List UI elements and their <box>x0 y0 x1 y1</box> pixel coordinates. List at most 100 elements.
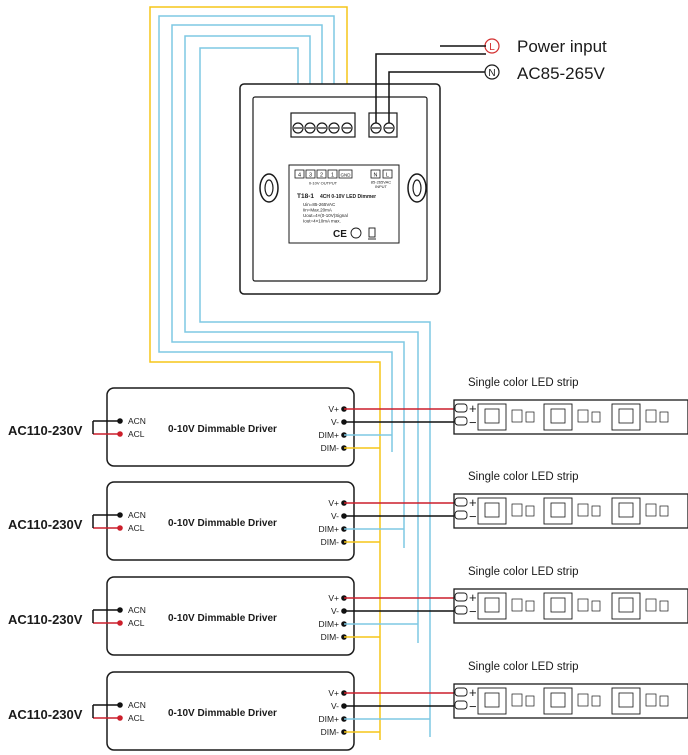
output-terminal-label: V+ <box>328 688 339 698</box>
out-terminal-label: GND <box>341 173 352 178</box>
strip-minus-sign: − <box>469 509 477 524</box>
out-terminal-label: 4 <box>298 173 301 179</box>
led-chip-icon <box>550 502 566 518</box>
acn-label: ACN <box>128 605 146 615</box>
channel-row <box>92 481 688 561</box>
strip-plus-sign: + <box>469 590 477 605</box>
output-terminal-label: DIM- <box>321 443 340 453</box>
output-terminal-label: DIM- <box>321 727 340 737</box>
ac-voltage-label: AC110-230V <box>8 423 83 438</box>
driver-label: 0-10V Dimmable Driver <box>168 613 277 624</box>
channel-row <box>92 387 688 467</box>
power-label: Power input <box>517 37 607 56</box>
led-chip-icon <box>484 597 500 613</box>
output-terminal-label: DIM- <box>321 537 340 547</box>
acl-terminal-dot <box>117 715 123 721</box>
output-terminal-label: V- <box>331 511 339 521</box>
strip-label: Single color LED strip <box>468 661 579 673</box>
led-chip-icon <box>618 597 634 613</box>
l-symbol: L <box>489 42 495 53</box>
led-strip <box>453 399 688 435</box>
output-terminal-label: V- <box>331 417 339 427</box>
power-input: L N Power input AC85-265V <box>440 37 607 83</box>
led-chip-icon <box>484 502 500 518</box>
led-chip-icon <box>618 408 634 424</box>
out-terminal-label: 1 <box>331 173 334 179</box>
strip-plus-sign: + <box>469 495 477 510</box>
output-terminal-label: V+ <box>328 404 339 414</box>
acn-terminal-dot <box>117 607 123 613</box>
channel-row <box>92 576 688 656</box>
output-terminal-label: V+ <box>328 593 339 603</box>
strip-label: Single color LED strip <box>468 471 579 483</box>
ce-mark: CE <box>333 229 347 240</box>
acn-terminal-dot <box>117 512 123 518</box>
led-strip <box>453 493 688 529</box>
led-chip-icon <box>484 692 500 708</box>
input-caption: INPUT <box>375 184 388 189</box>
strip-plus-sign: + <box>469 685 477 700</box>
strip-plus-sign: + <box>469 401 477 416</box>
output-terminal-label: DIM- <box>321 632 340 642</box>
output-caption: 0-10V OUTPUT <box>309 181 338 186</box>
acl-label: ACL <box>128 713 145 723</box>
acl-terminal-dot <box>117 431 123 437</box>
model-name: T18-1 <box>297 193 314 200</box>
acl-terminal-dot <box>117 525 123 531</box>
acl-label: ACL <box>128 523 145 533</box>
driver-label: 0-10V Dimmable Driver <box>168 424 277 435</box>
led-chip-icon <box>550 692 566 708</box>
power-wires <box>375 53 486 123</box>
led-strip <box>453 588 688 624</box>
out-terminal-label: 3 <box>309 173 312 179</box>
driver-label: 0-10V Dimmable Driver <box>168 518 277 529</box>
in-terminal-label: L <box>386 173 389 179</box>
ac-voltage-label: AC110-230V <box>8 517 83 532</box>
spec-line: Iout=4×10mA max. <box>303 219 341 224</box>
driver-box <box>106 671 355 751</box>
acn-terminal-dot <box>117 702 123 708</box>
acl-label: ACL <box>128 429 145 439</box>
driver-box <box>106 387 355 467</box>
output-terminal-label: V+ <box>328 498 339 508</box>
spec-line: Iin=Max.20mA <box>303 208 332 213</box>
ac-voltage-label: AC110-230V <box>8 707 83 722</box>
strip-minus-sign: − <box>469 415 477 430</box>
led-strip <box>453 683 688 719</box>
input-caption: 85-265VAC <box>371 180 391 185</box>
weee-bin-icon <box>368 227 376 240</box>
acn-label: ACN <box>128 510 146 520</box>
model-desc: 4CH 0-10V LED Dimmer <box>320 194 376 200</box>
output-terminal-label: V- <box>331 606 339 616</box>
acn-label: ACN <box>128 416 146 426</box>
led-chip-icon <box>550 597 566 613</box>
cert-icon <box>350 227 362 239</box>
output-terminal-label: V- <box>331 701 339 711</box>
driver-box <box>106 481 355 561</box>
control-wires <box>149 6 431 740</box>
driver-label: 0-10V Dimmable Driver <box>168 708 277 719</box>
led-chip-icon <box>550 408 566 424</box>
strip-minus-sign: − <box>469 604 477 619</box>
power-voltage: AC85-265V <box>517 64 606 83</box>
led-chip-icon <box>484 408 500 424</box>
n-symbol: N <box>488 68 495 79</box>
output-terminal-label: DIM+ <box>318 430 339 440</box>
driver-box <box>106 576 355 656</box>
led-chip-icon <box>618 692 634 708</box>
spec-line: Uin=85-265VAC <box>303 202 336 207</box>
n-symbol-icon <box>484 64 500 80</box>
output-terminal-label: DIM+ <box>318 714 339 724</box>
ac-voltage-label: AC110-230V <box>8 612 83 627</box>
strip-label: Single color LED strip <box>468 566 579 578</box>
spec-line: Uout=4×(0-10V)Signal <box>303 213 348 218</box>
in-terminal-label: N <box>374 173 378 179</box>
dimmer-panel: 4 3 2 1 GND N L 0-10V OUTPUT 85-265VAC I… <box>239 83 441 295</box>
acl-terminal-dot <box>117 620 123 626</box>
led-chip-icon <box>618 502 634 518</box>
acl-label: ACL <box>128 618 145 628</box>
output-terminal-label: DIM+ <box>318 524 339 534</box>
output-terminal-label: DIM+ <box>318 619 339 629</box>
